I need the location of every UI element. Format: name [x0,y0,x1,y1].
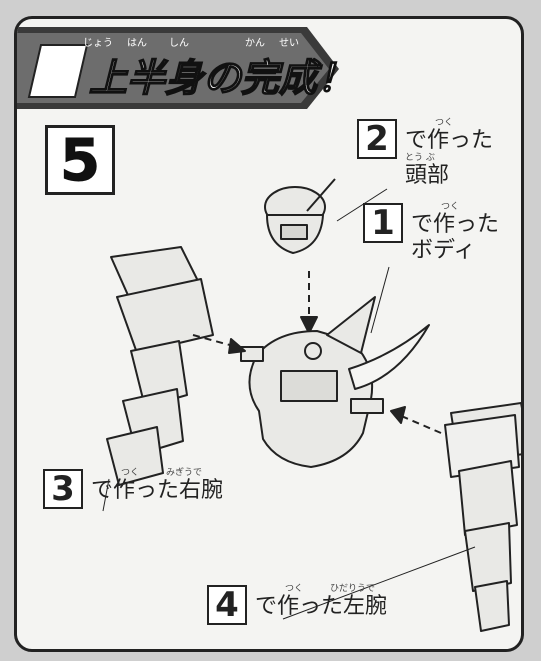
callout-label: で作った左腕 [255,594,388,619]
leader-line-4 [282,546,476,620]
right-arm-part [106,246,214,486]
head-arrowhead [300,316,318,334]
head-part [264,178,336,254]
title-furigana-item: かん [245,37,265,49]
leader-line-3 [102,478,110,512]
callout-right-arm: 3 つく みぎうで で作った右腕 [43,469,223,509]
callout-number: 3 [43,469,83,509]
banner-inner [17,33,329,103]
step-number: 5 [59,126,101,194]
callout-label: で作った [411,212,500,237]
title-furigana-item: はん [127,37,147,49]
leader-line-1 [370,266,390,334]
body-part [240,296,430,468]
callout-number: 2 [357,119,397,159]
callout-body: 1 つく で作った ボディ [363,203,499,264]
callout-label: で作った右腕 [91,478,224,503]
furigana: つく [435,118,454,128]
callout-head: 2 つく で作った とう ぶ 頭部 [357,119,493,189]
callout-label: で作った [405,128,494,153]
left-arm-arrow [398,414,442,434]
left-arm-arrowhead [390,406,406,424]
title-furigana: じょう はん しん かん せい [83,37,299,49]
left-arm-part [444,402,521,632]
furigana: つく ひだりうで [285,584,376,594]
callout-label: 頭部 [405,163,450,188]
title-banner: じょう はん しん かん せい 上半身の完成！ [17,27,356,109]
title-furigana-item: せい [279,37,299,49]
title-furigana-item: しん [169,37,189,49]
callout-label: ボディ [411,238,476,263]
title-text: 上半身の完成！ [89,56,355,100]
furigana: とう ぶ [405,153,435,163]
instruction-panel: じょう はん しん かん せい 上半身の完成！ 5 [14,16,524,652]
banner-stripe [27,44,89,98]
callout-number: 1 [363,203,403,243]
furigana: つく [441,202,460,212]
callout-number: 4 [207,585,247,625]
title-furigana-item: じょう [83,37,113,49]
right-arm-arrowhead [228,338,246,354]
step-number-box: 5 [45,125,115,195]
furigana: つく みぎうで [121,468,203,478]
leader-line-2 [336,188,388,222]
assembly-illustration [102,178,521,632]
callout-left-arm: 4 つく ひだりうで で作った左腕 [207,585,387,625]
